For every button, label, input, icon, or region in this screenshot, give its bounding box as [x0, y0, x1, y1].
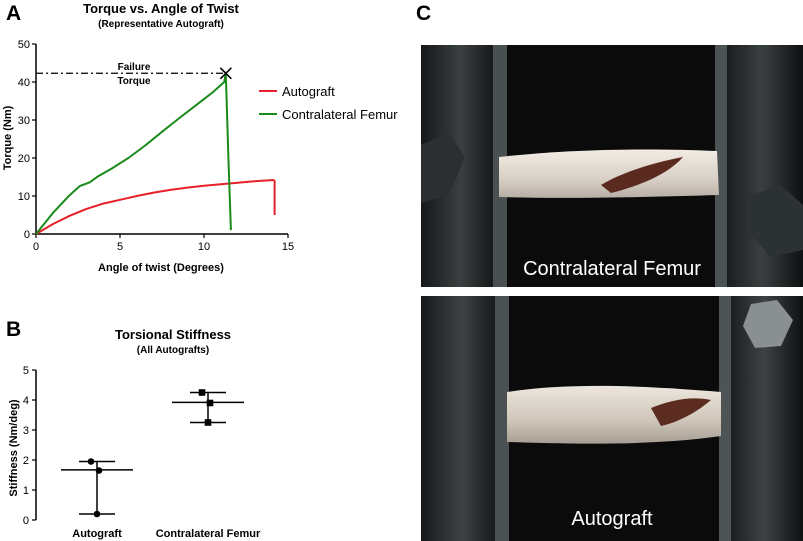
photo-caption-bottom: Autograft [571, 508, 653, 530]
data-point-contralateral-femur [204, 419, 212, 426]
failure-x-icon [219, 67, 232, 80]
photo-caption-top: Contralateral Femur [523, 258, 701, 280]
chart-b-marks [61, 389, 244, 518]
chart-a-ytick-label: 40 [18, 77, 30, 89]
chart-b-ytick-label: 4 [23, 395, 29, 407]
chart-a-axes: 0 10 20 30 40 50 0 5 10 15 [18, 39, 294, 253]
chart-a-xlabel: Angle of twist (Degrees) [98, 262, 224, 274]
data-point-contralateral-femur [206, 399, 214, 407]
chart-b-ylabel: Stiffness (Nm/deg) [8, 399, 20, 497]
chart-a-ytick-label: 30 [18, 115, 30, 127]
chart-a-subtitle: (Representative Autograft) [98, 19, 224, 30]
data-point-autograft [95, 467, 103, 474]
failure-label-line1: Failure [118, 62, 151, 73]
chart-b-ytick-label: 2 [23, 455, 29, 467]
legend-label: Contralateral Femur [282, 107, 398, 122]
data-point-autograft [87, 458, 95, 465]
chart-a-xtick-label: 5 [117, 241, 123, 253]
chart-a-series [35, 67, 276, 235]
series-line-autograft [35, 179, 276, 235]
photo-contralateral-femur: Contralateral Femur [421, 45, 803, 287]
chart-b-ytick-label: 5 [23, 365, 29, 377]
chart-a-xtick-label: 0 [33, 241, 39, 253]
chart-a-ytick-label: 50 [18, 39, 30, 51]
data-point-autograft [93, 510, 101, 518]
photo-autograft: Autograft [421, 296, 803, 541]
chart-b-ytick-label: 1 [23, 485, 29, 497]
data-point-contralateral-femur [198, 389, 206, 396]
chart-b-subtitle: (All Autografts) [137, 345, 209, 356]
stiffness-chart: Torsional Stiffness (All Autografts) Sti… [8, 327, 261, 540]
chart-b-ytick-label: 0 [23, 515, 29, 527]
chart-b-ytick-label: 3 [23, 425, 29, 437]
chart-b-category-label: Autograft [72, 528, 122, 540]
failure-annotation: Failure Torque [36, 62, 226, 87]
panel-c-label: C [416, 2, 432, 25]
chart-a-ytick-label: 0 [24, 229, 30, 241]
chart-a-ytick-label: 20 [18, 153, 30, 165]
chart-a-title: Torque vs. Angle of Twist [83, 1, 239, 16]
chart-a-ylabel: Torque (Nm) [2, 105, 14, 170]
failure-label-line2: Torque [117, 76, 151, 87]
chart-a-ytick-label: 10 [18, 191, 30, 203]
panel-a-label: A [6, 2, 22, 25]
x-icon-stroke [219, 67, 232, 80]
chart-b-title: Torsional Stiffness [115, 327, 231, 342]
torque-angle-chart: Torque vs. Angle of Twist (Representativ… [2, 1, 398, 274]
legend-label: Autograft [282, 84, 335, 99]
chart-a-xtick-label: 15 [282, 241, 294, 253]
chart-a-xtick-label: 10 [198, 241, 210, 253]
series-line-contralateral-femur [35, 72, 232, 235]
panel-b-label: B [6, 318, 22, 341]
chart-b-category-label: Contralateral Femur [156, 528, 261, 540]
